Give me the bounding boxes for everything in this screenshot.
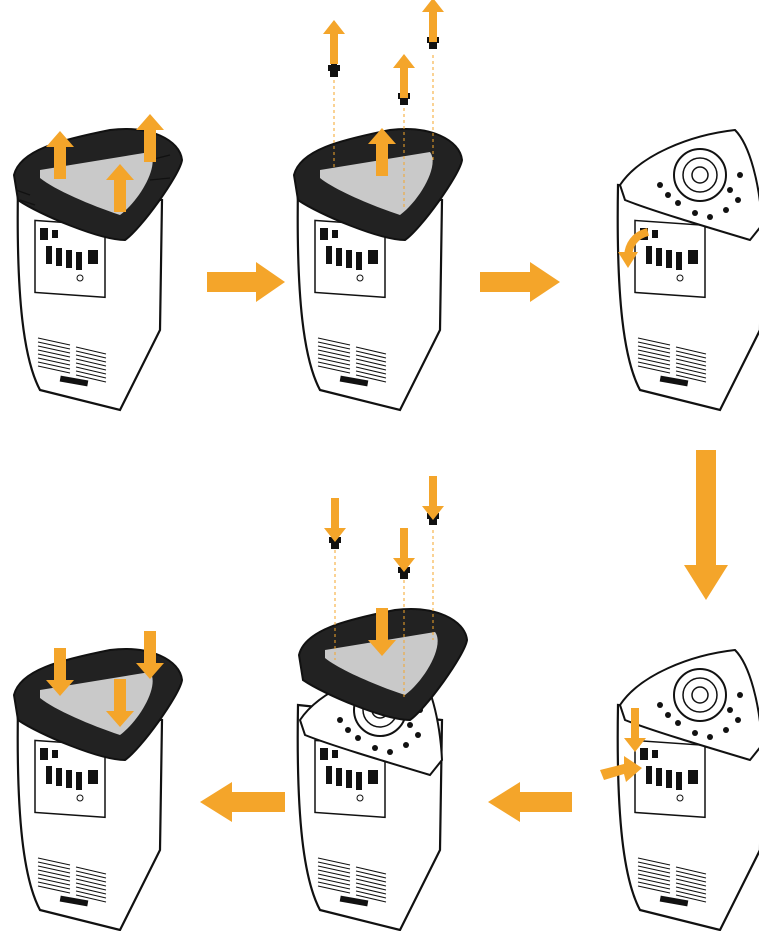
device-tower (13, 128, 183, 412)
arrow-right-icon (480, 262, 560, 302)
step-2-remove-screws (293, 0, 463, 412)
arrow-left-icon (200, 782, 285, 822)
screw-icon (328, 63, 340, 77)
arrow-down-icon (684, 450, 728, 600)
arrow-down-icon (393, 528, 415, 572)
step-6-close-lid (13, 631, 183, 931)
arrow-up-icon (422, 0, 444, 42)
arrow-right-icon (207, 262, 285, 302)
step-5-replace-screws (296, 476, 468, 931)
arrow-down-icon (422, 476, 444, 520)
step-4-insert-module (600, 649, 759, 931)
arrow-up-icon (393, 54, 415, 98)
arrow-down-icon (324, 498, 346, 542)
arrow-left-icon (488, 782, 572, 822)
arrow-right-icon (600, 756, 642, 782)
curved-arrow-icon (618, 228, 650, 268)
step-3-open-panel (616, 129, 759, 412)
arrow-up-icon (323, 20, 345, 64)
step-1-lift-lid (13, 114, 183, 412)
